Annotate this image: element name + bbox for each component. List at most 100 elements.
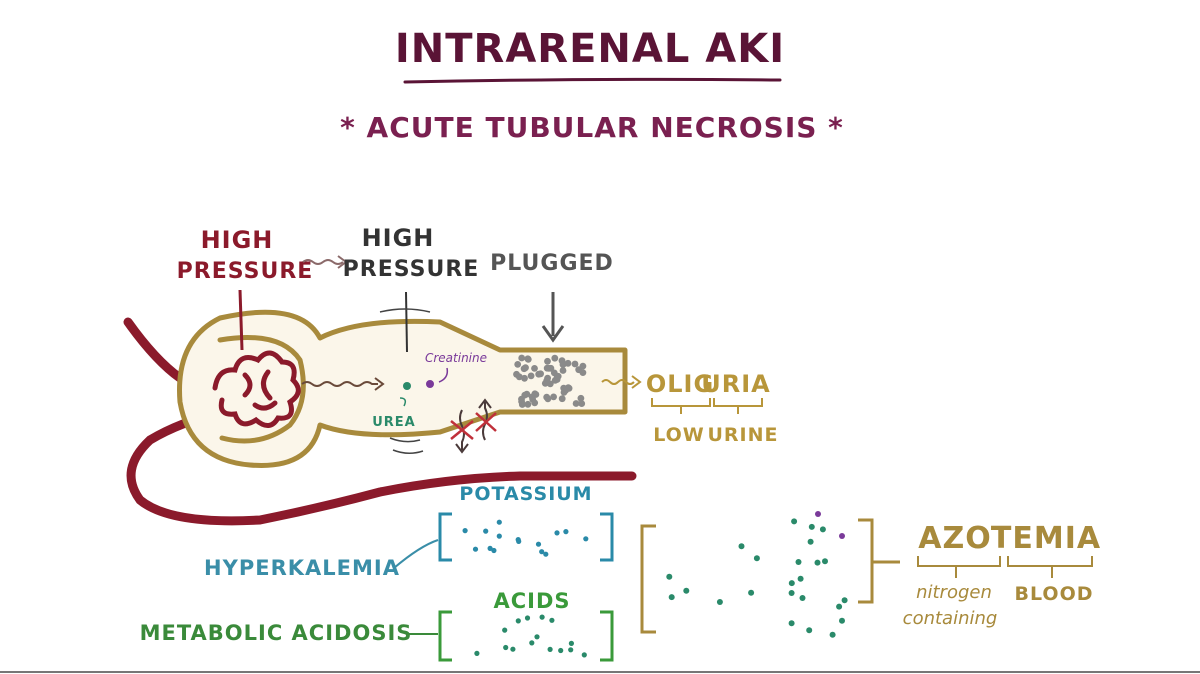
azotemia-dot bbox=[748, 589, 755, 596]
plug-dot bbox=[514, 361, 522, 368]
azotemia-dot bbox=[822, 558, 828, 565]
plugged-label: PLUGGED bbox=[490, 251, 614, 276]
potassium-label: POTASSIUM bbox=[459, 483, 592, 505]
glomerulus bbox=[212, 350, 301, 428]
plug-dots bbox=[513, 354, 587, 408]
azotemia-dot bbox=[791, 518, 798, 525]
urine-label: URINE bbox=[707, 424, 778, 446]
azotemia-label-part2: TEMIA bbox=[991, 521, 1101, 556]
up-arrow-icon bbox=[478, 398, 492, 409]
blocked-reabsorption bbox=[450, 398, 497, 454]
arrowhead-icon bbox=[337, 255, 348, 269]
low-label: LOW bbox=[653, 424, 705, 446]
potassium-dot bbox=[472, 546, 479, 552]
high-pressure-label-1-line2: PRESSURE bbox=[177, 259, 314, 284]
acids-bracket-left bbox=[438, 610, 452, 662]
plug-dot bbox=[531, 365, 538, 372]
efferent-peritubular-vessel bbox=[126, 407, 637, 526]
oliguria-bracket-low bbox=[651, 398, 711, 414]
x-mark-icon bbox=[450, 420, 474, 440]
acid-dot bbox=[581, 652, 587, 658]
plug-dot bbox=[522, 364, 529, 372]
acid-dot bbox=[510, 646, 516, 652]
azotemia-bracket-blood bbox=[1007, 556, 1093, 578]
potassium-dots bbox=[462, 519, 589, 557]
oliguria-arrow bbox=[601, 379, 635, 385]
acid-dot bbox=[549, 617, 555, 623]
potassium-dot bbox=[515, 537, 521, 543]
acids-label: ACIDS bbox=[493, 589, 570, 613]
azotemia-bracket-nitrogen bbox=[917, 556, 1001, 578]
nitrogen-label-line1: nitrogen bbox=[916, 582, 992, 603]
nitrogen-label-line2: containing bbox=[903, 608, 998, 629]
azotemia-dot bbox=[666, 573, 673, 580]
capsule-inner-wall bbox=[217, 335, 306, 444]
plug-dot bbox=[521, 391, 529, 399]
oliguria-label-part2: URIA bbox=[701, 370, 770, 398]
plug-dot bbox=[524, 355, 532, 363]
potassium-dot bbox=[539, 549, 545, 555]
plug-dot bbox=[544, 357, 551, 365]
acid-dot bbox=[547, 646, 553, 653]
acid-dot bbox=[558, 647, 564, 654]
urea-label: UREA bbox=[372, 415, 416, 430]
potassium-dot bbox=[491, 547, 497, 554]
azotemia-bracket-left bbox=[640, 524, 656, 634]
azotemia-bracket-right bbox=[858, 518, 900, 604]
filtration-arrow bbox=[301, 381, 378, 387]
oliguria-label-part1: OLIG bbox=[646, 370, 714, 398]
azotemia-dot bbox=[795, 559, 802, 565]
acid-dot bbox=[568, 640, 575, 647]
plug-dot bbox=[518, 401, 526, 408]
azotemia-dot bbox=[841, 597, 848, 604]
azotemia-purple-dot bbox=[839, 533, 845, 539]
plug-dot bbox=[528, 393, 536, 401]
plug-dot bbox=[550, 393, 557, 401]
plug-dot bbox=[531, 399, 539, 407]
acid-dot bbox=[568, 647, 574, 653]
potassium-dot bbox=[487, 545, 493, 552]
azotemia-purple-dot bbox=[815, 511, 821, 517]
creatinine-label: Creatinine bbox=[425, 351, 487, 365]
azotemia-dot bbox=[839, 617, 845, 624]
acid-dot bbox=[524, 615, 531, 621]
azotemia-dots bbox=[666, 518, 848, 638]
hyperkalemia-label: HYPERKALEMIA bbox=[204, 556, 400, 580]
potassium-dot bbox=[496, 519, 502, 525]
acid-dot bbox=[515, 618, 521, 624]
plug-dot bbox=[521, 374, 528, 382]
plug-dot bbox=[545, 364, 553, 372]
potassium-dot bbox=[583, 536, 589, 542]
azotemia-dot bbox=[829, 631, 836, 638]
plug-dot bbox=[551, 354, 559, 362]
creatinine-dot bbox=[426, 380, 434, 388]
acid-dot bbox=[503, 644, 509, 651]
hyperkalemia-connector bbox=[393, 539, 439, 569]
azotemia-dot bbox=[807, 538, 814, 545]
azotemia-dot bbox=[788, 580, 795, 587]
potassium-dot bbox=[543, 551, 549, 557]
acid-dot bbox=[534, 634, 540, 640]
down-arrow-icon bbox=[541, 325, 565, 343]
azotemia-dot bbox=[788, 620, 795, 627]
acid-dot bbox=[502, 627, 508, 633]
azotemia-dot bbox=[808, 523, 815, 530]
metabolic-acidosis-label: METABOLIC ACIDOSIS bbox=[140, 621, 413, 645]
plug-dot bbox=[518, 354, 526, 362]
azotemia-dot bbox=[836, 603, 843, 610]
plug-dot bbox=[544, 395, 552, 403]
azotemia-dot bbox=[819, 526, 826, 533]
high-pressure-pointer-2 bbox=[405, 291, 408, 353]
potassium-bracket-left bbox=[438, 512, 452, 562]
azotemia-dot bbox=[806, 627, 813, 634]
plug-dot bbox=[571, 360, 579, 368]
azotemia-dot bbox=[716, 599, 723, 605]
plug-dot bbox=[572, 400, 580, 407]
azotemia-dot bbox=[814, 559, 821, 566]
plug-dot bbox=[535, 370, 543, 378]
plug-dot bbox=[564, 359, 572, 367]
acids-bracket-right bbox=[600, 610, 614, 662]
squiggle-arrow-pressure bbox=[302, 259, 344, 265]
azotemia-label-part1: AZO bbox=[918, 521, 991, 556]
